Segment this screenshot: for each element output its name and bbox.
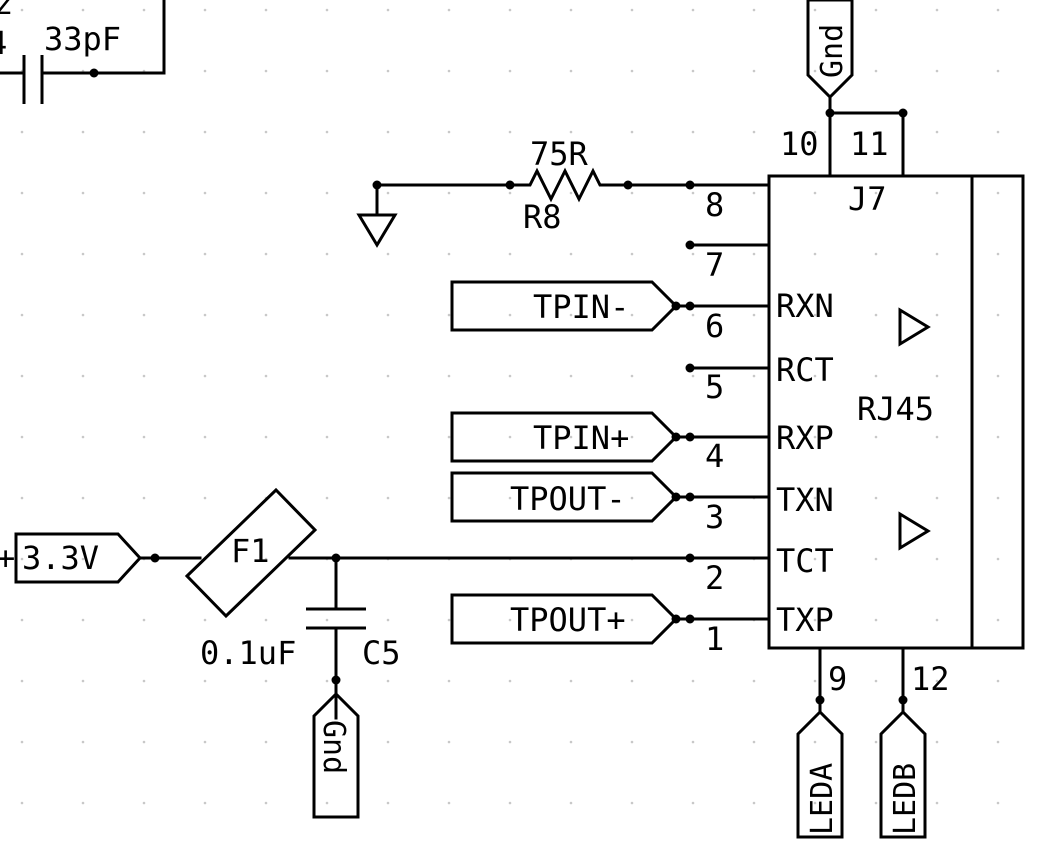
pin-4-name: RXP — [776, 419, 834, 457]
leda-net-shape — [796, 709, 844, 839]
net-tpin-minus: TPIN- — [450, 280, 692, 332]
crystal-cap-value: 33pF — [44, 20, 121, 58]
pin-7-number: 7 — [705, 246, 724, 284]
pin-5-name: RCT — [776, 351, 834, 389]
gnd-top-label: Gnd — [815, 24, 850, 78]
connector-ref: J7 — [848, 180, 887, 218]
net-tpin-plus: TPIN+ — [450, 411, 692, 463]
led-pins: 9 LEDA 12 LEDB — [796, 646, 950, 839]
crystal-partial-label-2: 4 — [0, 24, 7, 62]
tpin-minus-label: TPIN- — [533, 288, 629, 326]
resistor-r8: 75R R8 — [372, 135, 692, 236]
supply-label: 3.3V — [22, 539, 99, 577]
leda-label: LEDA — [805, 763, 840, 835]
pin-11-number: 11 — [850, 125, 889, 163]
pin-8-number: 8 — [705, 186, 724, 224]
crystal-partial-label-1: z — [0, 0, 13, 22]
pin-10-number: 10 — [780, 125, 819, 163]
pin-2-number: 2 — [705, 559, 724, 597]
resistor-value: 75R — [530, 135, 589, 173]
capacitor-value: 0.1uF — [200, 634, 296, 672]
rj45-connector-j7: J7 RJ45 — [767, 174, 1025, 650]
fuse-f1: F1 — [184, 487, 692, 619]
gnd-bottom-net: Gnd — [312, 691, 360, 819]
grid-dots — [20, 8, 1000, 805]
supply-prefix: + — [0, 539, 15, 577]
ledb-net-shape — [879, 709, 927, 839]
pin-12-number: 12 — [911, 660, 950, 698]
pin-9-number: 9 — [828, 660, 847, 698]
pin-1-number: 1 — [705, 620, 724, 658]
net-tpout-minus: TPOUT- — [450, 471, 692, 523]
pin-6-number: 6 — [705, 307, 724, 345]
supply-3v3: + 3.3V — [0, 532, 202, 584]
pin-3-number: 3 — [705, 498, 724, 536]
tpin-plus-label: TPIN+ — [533, 419, 629, 457]
capacitor-ref: C5 — [362, 634, 401, 672]
tpout-minus-label: TPOUT- — [510, 480, 626, 518]
ledb-label: LEDB — [888, 763, 923, 835]
magnetics-triangle-lower-icon — [898, 511, 931, 551]
pin-2-name: TCT — [776, 542, 834, 580]
capacitor-c5: 0.1uF C5 — [200, 556, 401, 720]
ground-symbol-icon — [356, 183, 398, 248]
resistor-ref: R8 — [523, 198, 562, 236]
pin-3-name: TXN — [776, 481, 834, 519]
connector-type: RJ45 — [857, 390, 934, 428]
tpout-plus-label: TPOUT+ — [510, 601, 626, 639]
gnd-top-net: Gnd 10 11 — [780, 0, 908, 178]
pin-4-number: 4 — [705, 437, 724, 475]
pin-1-name: TXP — [776, 601, 834, 639]
crystal-cap-fragment: 33pF z 4 — [0, 0, 166, 104]
pin-5-number: 5 — [705, 368, 724, 406]
magnetics-triangle-upper-icon — [898, 307, 931, 347]
fuse-ref: F1 — [231, 532, 270, 570]
pin-6-name: RXN — [776, 287, 834, 325]
gnd-bottom-label: Gnd — [316, 720, 351, 774]
connector-pins: 8 7 6 RXN 5 RCT 4 RXP 3 TXN 2 TCT 1 TXP — [685, 180, 834, 658]
net-tpout-plus: TPOUT+ — [450, 593, 692, 645]
